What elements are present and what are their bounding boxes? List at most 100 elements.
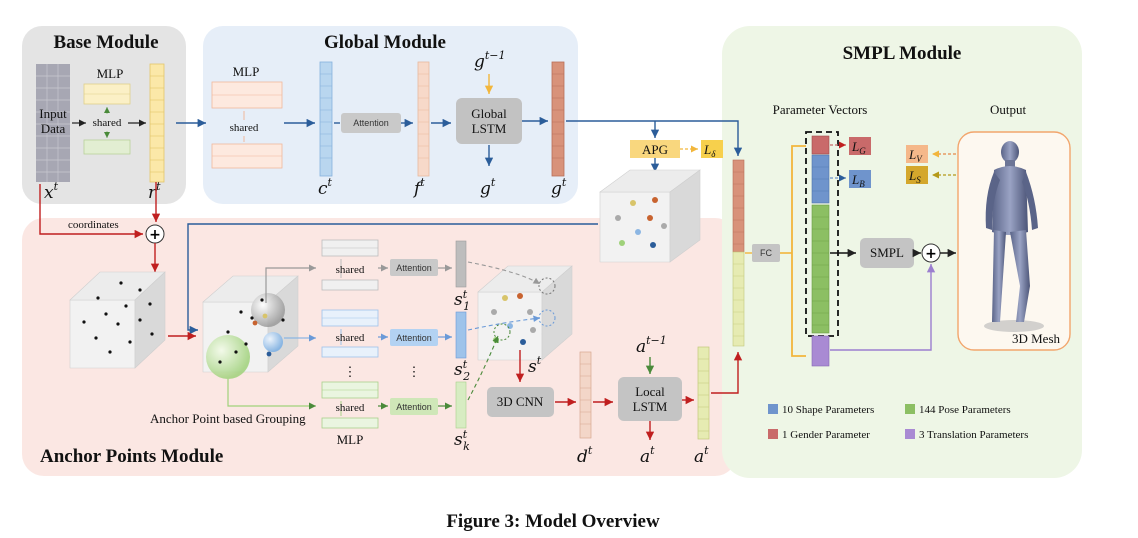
fc-box	[752, 244, 780, 262]
a-prev-label: at−1	[636, 334, 667, 357]
mlp-row-k	[321, 381, 379, 429]
legend-swatch-shape	[768, 404, 778, 414]
input-data-label-2: Data	[41, 121, 66, 136]
global-lstm-box	[456, 98, 522, 144]
sk-vector	[455, 381, 467, 429]
global-attention-box	[341, 113, 401, 133]
l-delta-loss	[701, 140, 723, 158]
vertical-dots-2: ⋮	[408, 364, 421, 379]
global-shared-label: shared	[230, 122, 259, 134]
grouping-cube	[202, 275, 299, 379]
smpl-module-title: SMPL Module	[843, 43, 962, 64]
f-t-label: ft	[412, 176, 425, 199]
fc-label: FC	[760, 248, 772, 258]
l-delta-label: Lδ	[703, 142, 716, 159]
mlp-row-2	[321, 309, 379, 358]
global-lstm-label-2: LSTM	[472, 121, 507, 136]
s2-vector	[455, 311, 467, 359]
d-t-label: dt	[577, 444, 593, 467]
c-t-label: ct	[318, 176, 333, 199]
smpl-label: SMPL	[870, 245, 904, 260]
r-feature-vector	[149, 63, 165, 183]
translation-param-block	[811, 335, 830, 367]
l-b-label: LB	[851, 172, 865, 189]
anchor-points-cube	[599, 169, 701, 263]
mlp-row-1	[321, 239, 379, 291]
d-feature-vector	[579, 351, 592, 439]
point-cloud-cube	[69, 271, 166, 369]
g-t-label: gt	[551, 176, 567, 199]
grouping-label: Anchor Point based Grouping	[150, 411, 306, 426]
l-s-label: LS	[908, 168, 921, 185]
shared-label-row-k: shared	[336, 402, 365, 414]
s-feature-cube	[477, 265, 573, 361]
l-v-label: LV	[908, 147, 923, 164]
f-feature-vector	[417, 61, 430, 177]
s-t-label: st	[528, 354, 542, 377]
l-g-label: LG	[851, 139, 866, 156]
mesh-3d-label: 3D Mesh	[1012, 331, 1061, 346]
local-lstm-label-2: LSTM	[633, 399, 668, 414]
attention-label-1: Attention	[396, 263, 432, 273]
attention-label-k: Attention	[396, 402, 432, 412]
global-mlp-label: MLP	[233, 64, 260, 79]
input-data-label-1: Input	[39, 106, 67, 121]
legend-swatch-pose	[905, 404, 915, 414]
coordinates-label: coordinates	[68, 219, 119, 231]
cnn-3d-label: 3D CNN	[497, 394, 544, 409]
a-feature-vector	[697, 346, 710, 440]
shared-label-row-1: shared	[336, 264, 365, 276]
human-mesh-figure	[984, 141, 1044, 332]
x-t-label: xt	[44, 180, 59, 203]
a-t-output-label: at	[640, 444, 655, 467]
local-lstm-box	[618, 377, 682, 421]
gender-param-block	[811, 135, 830, 155]
concat-feature-vector	[732, 159, 745, 347]
g-prev-label: gt−1	[474, 49, 506, 72]
legend-label-translation: 3 Translation Parameters	[919, 429, 1028, 441]
parameter-vectors-title: Parameter Vectors	[773, 102, 868, 117]
legend-swatch-gender	[768, 429, 778, 439]
cnn-3d-box	[487, 387, 554, 417]
base-mlp-label: MLP	[97, 66, 124, 81]
g-t-output-label: gt	[480, 176, 496, 199]
output-title: Output	[990, 102, 1027, 117]
legend: 10 Shape Parameters 144 Pose Parameters …	[768, 404, 1028, 441]
legend-label-shape: 10 Shape Parameters	[782, 404, 874, 416]
anchor-module-title: Anchor Points Module	[40, 446, 223, 467]
pose-param-block	[811, 204, 830, 334]
vertical-dots-1: ⋮	[344, 364, 357, 379]
attention-box-k	[390, 398, 438, 415]
g-feature-vector	[551, 61, 565, 177]
l-v-loss	[906, 145, 928, 163]
smpl-box	[860, 238, 914, 268]
base-mlp-bottom-layer	[83, 139, 131, 155]
c-feature-vector	[319, 61, 333, 177]
l-g-loss	[849, 137, 871, 155]
local-lstm-label-1: Local	[635, 384, 665, 399]
legend-swatch-translation	[905, 429, 915, 439]
input-data-grid	[36, 64, 70, 182]
plus-icon-2: +	[925, 246, 937, 262]
legend-label-pose: 144 Pose Parameters	[919, 404, 1011, 416]
base-module-title: Base Module	[53, 32, 158, 53]
base-shared-label: shared	[93, 117, 122, 129]
attention-box-1	[390, 259, 438, 276]
attention-box-2	[390, 329, 438, 346]
anchor-mlp-label: MLP	[337, 432, 364, 447]
l-s-loss	[906, 166, 928, 184]
l-b-loss	[849, 170, 871, 188]
shape-param-block	[811, 154, 830, 204]
s1-vector	[455, 240, 467, 288]
figure-caption: Figure 3: Model Overview	[446, 511, 660, 532]
legend-label-gender: 1 Gender Parameter	[782, 429, 870, 441]
apg-label: APG	[642, 142, 668, 157]
attention-label-2: Attention	[396, 333, 432, 343]
r-t-label: rt	[148, 180, 161, 203]
global-module-title: Global Module	[324, 32, 446, 53]
apg-box	[630, 140, 680, 158]
